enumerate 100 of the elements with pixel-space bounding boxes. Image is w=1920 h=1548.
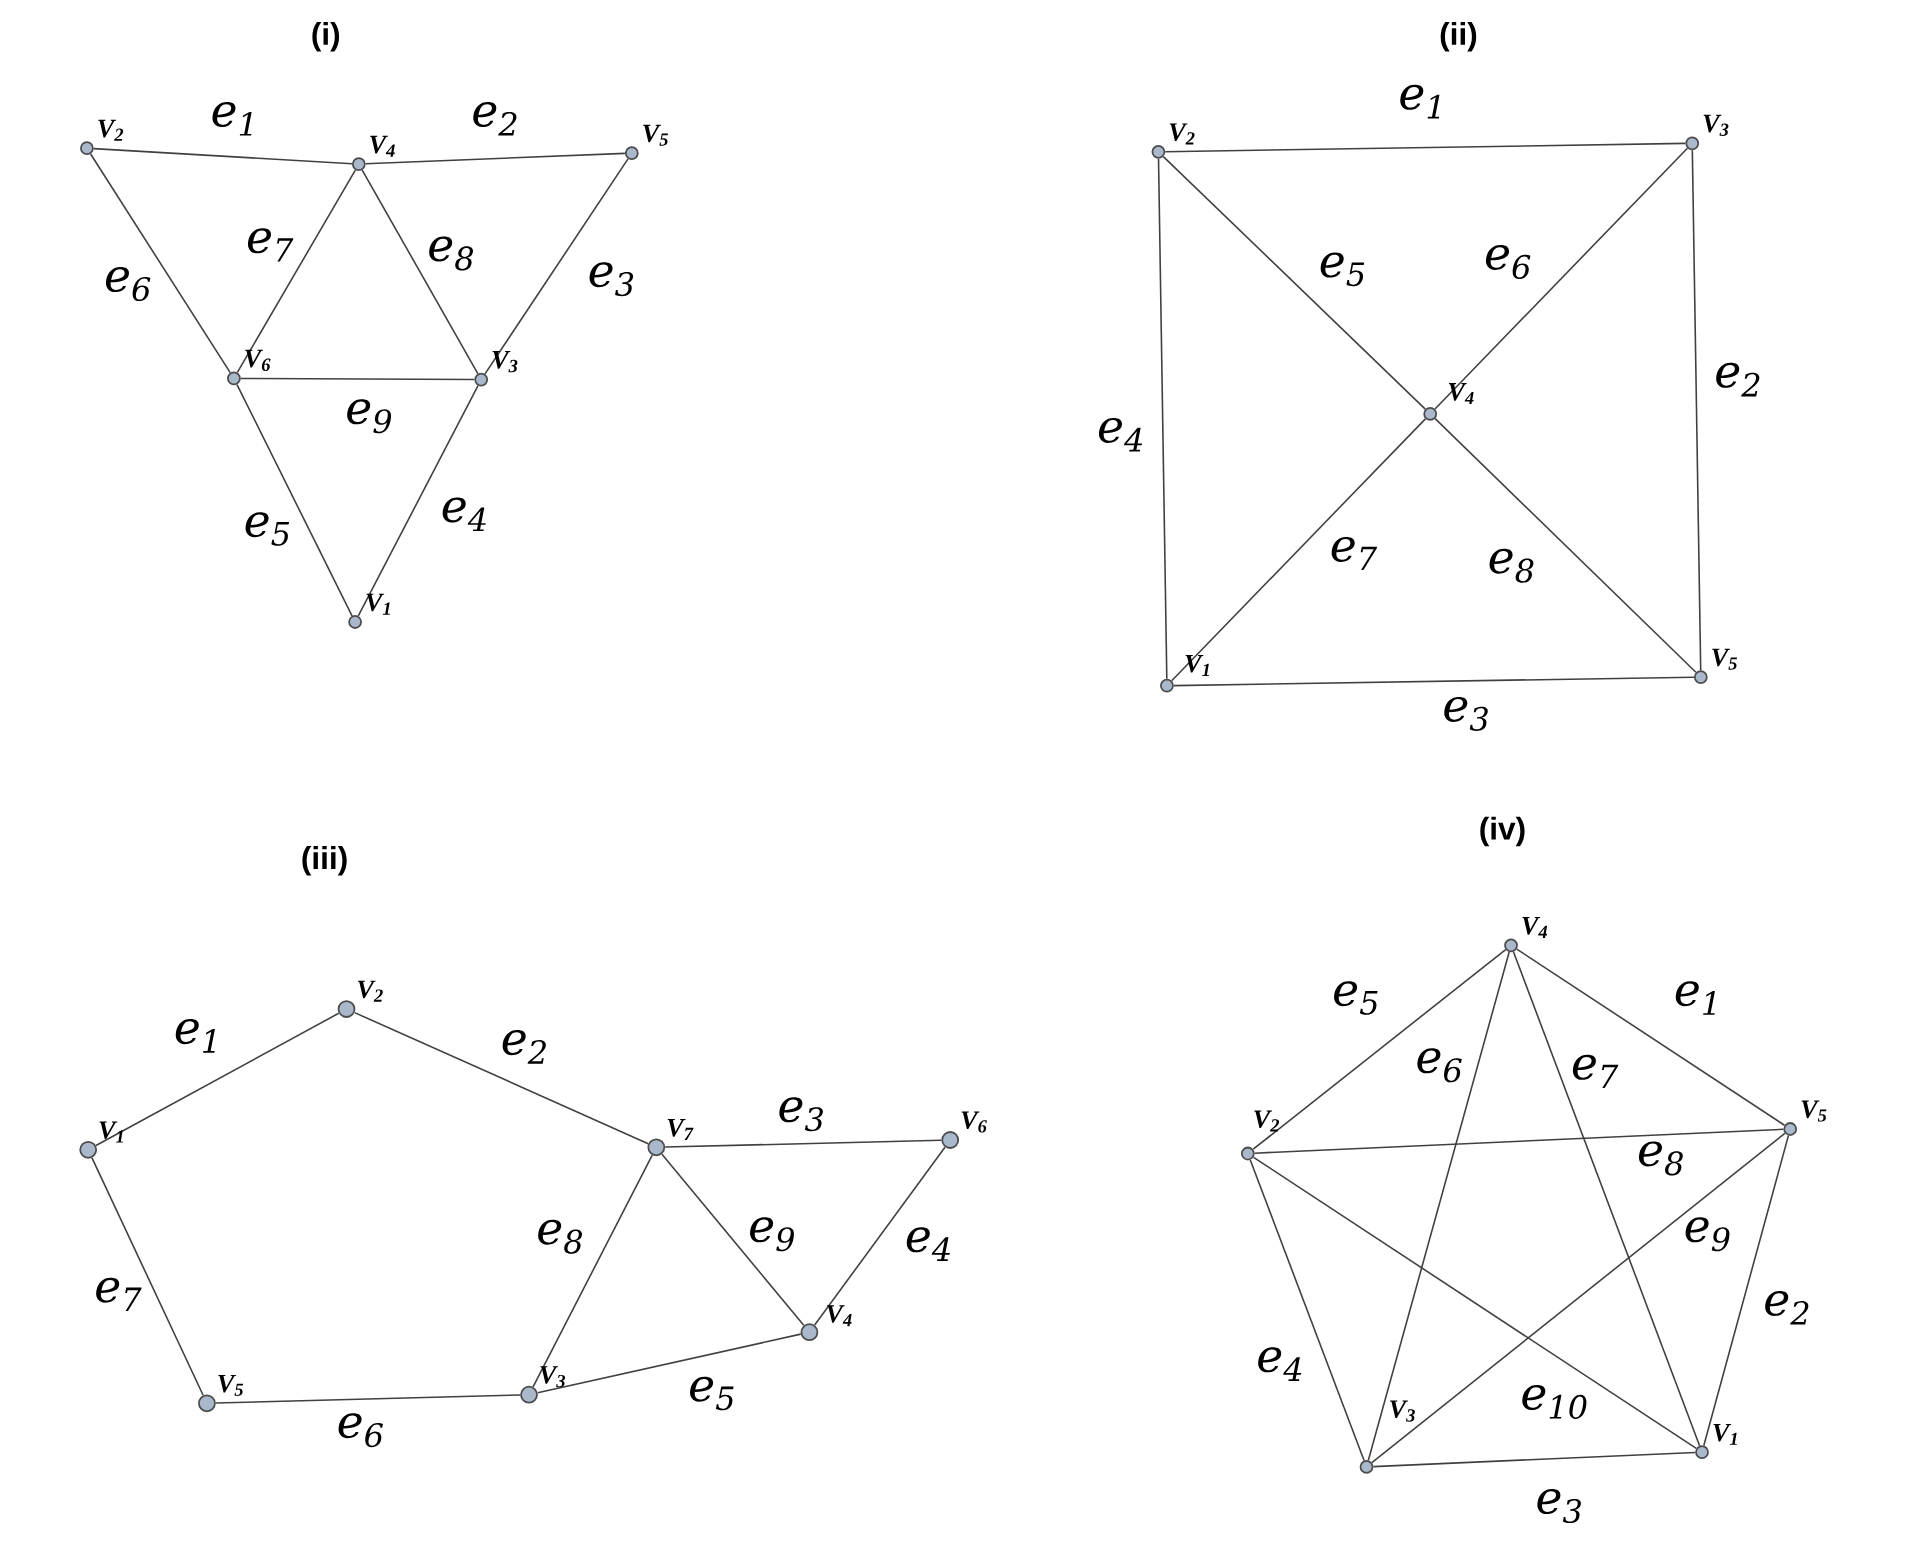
vertex-label: V$_{6}$ <box>245 349 271 371</box>
edge-label: e$_{10}$ <box>1522 1385 1587 1419</box>
edge-label: e$_{2}$ <box>1716 362 1760 397</box>
vertex-dot <box>941 1131 960 1149</box>
vertex-label: V$_{4}$ <box>370 135 395 157</box>
vertex-label: V$_{1}$ <box>366 593 390 615</box>
edge-label: e$_{1}$ <box>212 102 252 136</box>
graph-edge <box>1371 1132 1786 1464</box>
graph-edge <box>1252 1156 1698 1450</box>
graph-edge <box>236 169 357 374</box>
graph-edge <box>364 152 626 165</box>
graph-edge <box>1249 1159 1365 1462</box>
graph-edge <box>236 383 353 617</box>
graph-edge <box>1372 1451 1696 1468</box>
graph-edge <box>1252 948 1507 1151</box>
graph-edge <box>1691 149 1702 671</box>
graph-edge <box>353 1011 649 1145</box>
graph-edge <box>240 377 476 381</box>
panel-title: (iv) <box>1480 816 1525 847</box>
edge-label: e$_{3}$ <box>589 262 634 297</box>
vertex-label: V$_{5}$ <box>1712 648 1738 670</box>
vertex-dot <box>647 1138 666 1157</box>
graph-edge <box>1703 1134 1790 1447</box>
edge-label: e$_{5}$ <box>1334 981 1378 1015</box>
graph-edge <box>536 1333 802 1394</box>
vertex-label: V$_{7}$ <box>667 1119 694 1140</box>
edge-label: e$_{2}$ <box>502 1030 546 1064</box>
edge-label: e$_{9}$ <box>347 399 392 434</box>
vertex-label: V$_{5}$ <box>218 1374 244 1396</box>
graph-edge <box>1162 155 1427 410</box>
graph-edge <box>1157 157 1168 680</box>
vertex-label: V$_{6}$ <box>961 1111 987 1133</box>
edge-label: e$_{1}$ <box>175 1019 215 1053</box>
edge-label: e$_{6}$ <box>1417 1048 1462 1083</box>
vertex-label: V$_{2}$ <box>1169 123 1195 145</box>
graph-edge <box>1512 950 1701 1447</box>
panel-title: (iii) <box>302 846 347 876</box>
edge-label: e$_{8}$ <box>1489 548 1534 583</box>
edge-label: e$_{6}$ <box>105 267 151 302</box>
vertex-dot <box>800 1323 819 1342</box>
vertex-label: V$_{5}$ <box>1801 1100 1827 1122</box>
edge-label: e$_{6}$ <box>338 1413 383 1448</box>
edge-label: e$_{5}$ <box>1320 252 1365 287</box>
vertex-label: V$_{3}$ <box>492 351 518 373</box>
graph-edge <box>89 153 231 374</box>
edge-label: e$_{9}$ <box>750 1217 794 1252</box>
vertex-dot <box>337 1000 356 1018</box>
edge-label: e$_{4}$ <box>906 1227 950 1261</box>
graph-edge <box>357 384 479 617</box>
edge-label: e$_{8}$ <box>1639 1141 1683 1176</box>
vertex-label: V$_{3}$ <box>1703 114 1729 136</box>
vertex-label: V$_{1}$ <box>1185 654 1210 676</box>
vertex-label: V$_{2}$ <box>1254 1110 1280 1132</box>
edge-label: e$_{3}$ <box>1444 696 1488 731</box>
vertex-label: V$_{4}$ <box>1522 917 1548 938</box>
graph-edge <box>661 1153 805 1327</box>
vertex-label: V$_{4}$ <box>1448 383 1474 405</box>
edge-label: e$_{7}$ <box>247 228 294 262</box>
vertex-label: V$_{2}$ <box>357 980 383 1002</box>
panel-title: (ii) <box>1440 21 1477 52</box>
edge-label: e$_{5}$ <box>690 1376 734 1411</box>
edge-label: e$_{8}$ <box>538 1219 582 1254</box>
graph-edge <box>1516 948 1786 1126</box>
vertex-label: V$_{2}$ <box>98 119 124 141</box>
vertex-label: V$_{3}$ <box>1390 1400 1415 1422</box>
edge-label: e$_{1}$ <box>1400 84 1440 119</box>
edge-label: e$_{3}$ <box>779 1097 823 1132</box>
vertex-label: V$_{1}$ <box>99 1121 123 1143</box>
vertex-dot <box>520 1385 538 1404</box>
graph-edge <box>1367 951 1510 1462</box>
edge-label: e$_{4}$ <box>1098 417 1143 452</box>
edge-label: e$_{4}$ <box>1258 1347 1302 1381</box>
edge-label: e$_{7}$ <box>1572 1054 1619 1088</box>
graph-edge <box>92 147 353 165</box>
vertex-label: V$_{3}$ <box>540 1366 566 1388</box>
edge-label: e$_{5}$ <box>245 512 290 546</box>
edge-label: e$_{1}$ <box>1675 981 1715 1015</box>
graph-edge <box>1173 676 1695 687</box>
vertex-label: V$_{1}$ <box>1713 1423 1737 1445</box>
edge-label: e$_{2}$ <box>1765 1291 1809 1325</box>
graph-edge <box>1170 418 1427 682</box>
graph-edge <box>1434 147 1689 410</box>
graph-edge <box>91 1157 204 1397</box>
graph-edge <box>1164 142 1687 153</box>
graph-edge <box>484 158 629 375</box>
vertex-dot <box>79 1140 98 1159</box>
graph-edge <box>1253 1128 1785 1154</box>
edge-label: e$_{6}$ <box>1486 245 1531 279</box>
edge-label: e$_{4}$ <box>442 497 486 532</box>
graph-edge <box>1434 417 1697 674</box>
graph-edge <box>664 1139 943 1148</box>
edge-label: e$_{7}$ <box>1331 536 1378 571</box>
edge-label: e$_{9}$ <box>1685 1217 1730 1252</box>
graph-edge <box>813 1146 946 1326</box>
graph-edge <box>95 1012 340 1147</box>
vertex-label: V$_{5}$ <box>643 124 668 146</box>
panel-title: (i) <box>312 21 340 52</box>
edge-label: e$_{7}$ <box>96 1277 142 1311</box>
vertex-label: V$_{4}$ <box>826 1305 852 1327</box>
edge-label: e$_{3}$ <box>1537 1489 1581 1524</box>
